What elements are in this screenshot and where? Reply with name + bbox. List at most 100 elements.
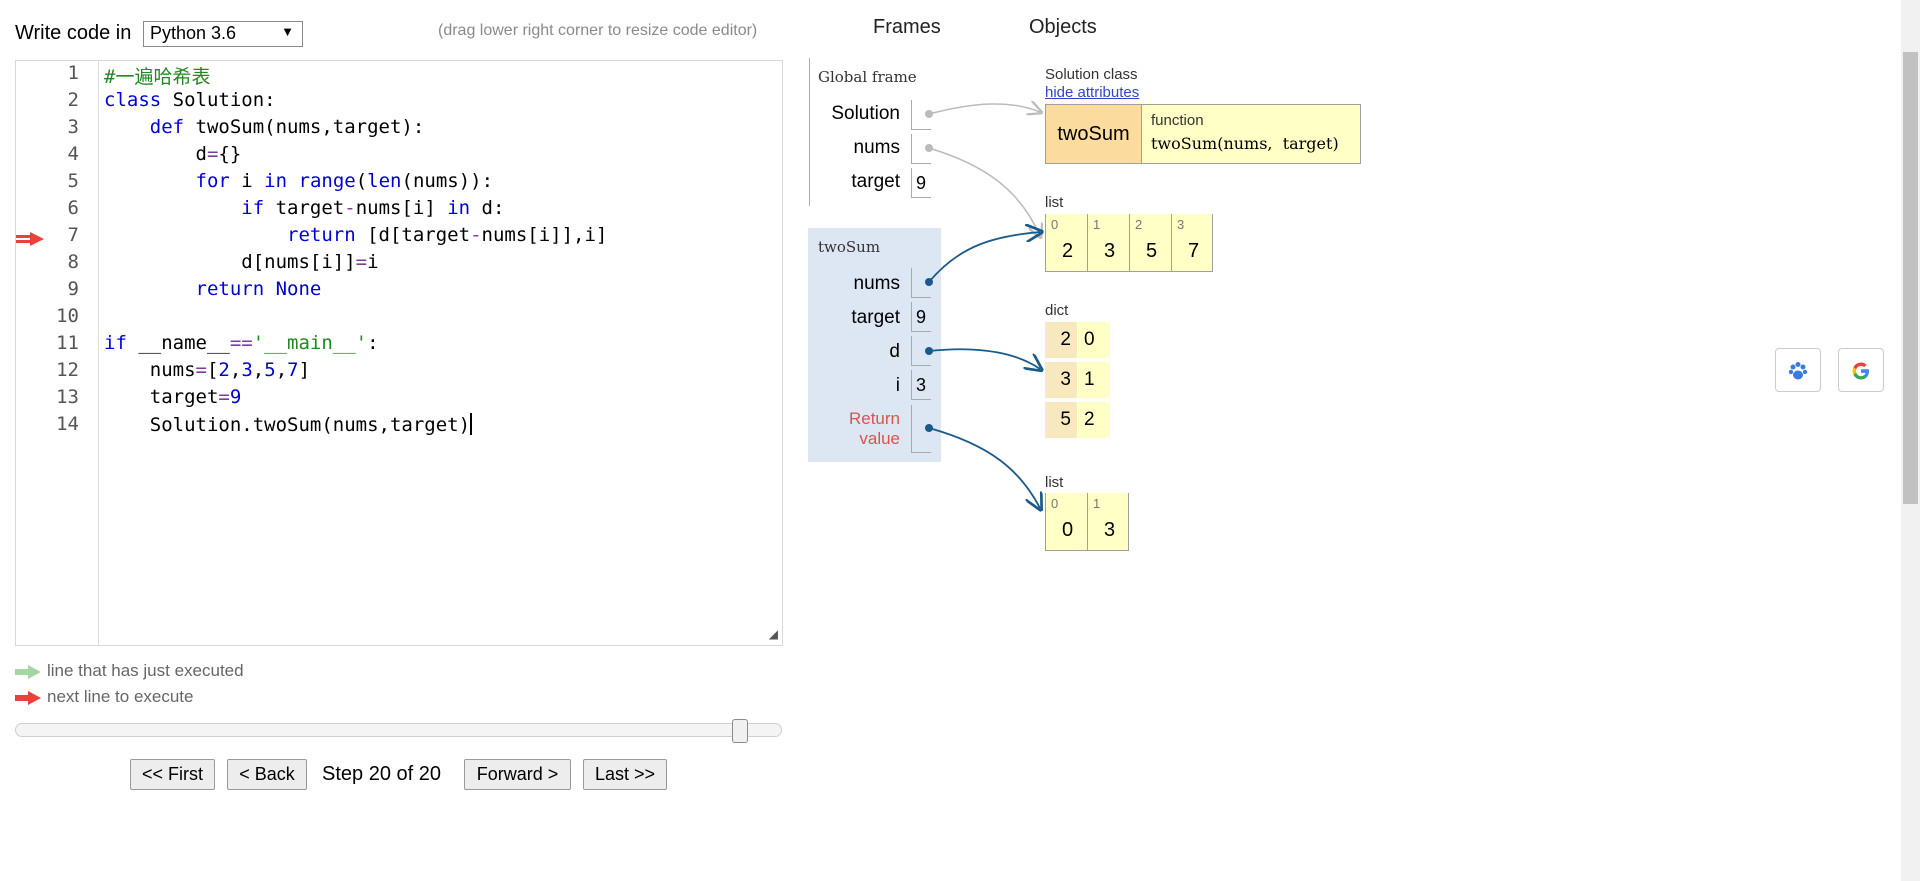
list-item: 3 7 <box>1171 214 1213 272</box>
list-label: list <box>1045 474 1064 491</box>
list-item: 0 2 <box>1045 214 1087 272</box>
list-item: 1 3 <box>1087 493 1129 551</box>
line-number: 6 <box>67 197 79 219</box>
var-value-target: 9 <box>911 302 931 332</box>
list-value: 3 <box>1104 240 1116 262</box>
line-number: 12 <box>56 359 79 381</box>
line-number: 7 <box>67 224 79 246</box>
code-line: d={} <box>104 143 242 165</box>
var-name-d: d <box>889 341 900 362</box>
code-line: target=9 <box>104 386 242 408</box>
tab-frames: Frames <box>873 16 941 38</box>
line-number-gutter: 1 2 3 4 5 6 7 8 9 10 11 12 13 14 <box>16 61 99 645</box>
var-value-solution <box>911 100 931 130</box>
language-value: Python 3.6 <box>150 23 237 43</box>
line-number: 11 <box>56 332 79 354</box>
list-value: 7 <box>1188 240 1200 262</box>
language-select[interactable]: Python 3.6 ▼ <box>143 21 303 47</box>
return-value-cell <box>911 405 931 453</box>
var-name-target: target <box>851 307 900 328</box>
resize-grip-icon[interactable]: ◢ <box>768 627 778 641</box>
paw-icon-glyph <box>1788 362 1808 380</box>
dict-key: 2 <box>1045 322 1077 358</box>
twosum-pointer-arrows <box>925 232 1040 508</box>
code-line: return [d[target-nums[i]],i] <box>287 224 608 246</box>
next-line-arrow-icon <box>16 232 44 246</box>
var-value-nums <box>911 268 931 298</box>
chevron-down-icon: ▼ <box>281 24 294 39</box>
line-number: 3 <box>67 116 79 138</box>
list-index: 1 <box>1093 496 1101 511</box>
tab-objects: Objects <box>1029 16 1097 38</box>
red-arrow-icon <box>15 691 41 705</box>
var-name-nums: nums <box>853 137 900 158</box>
line-number: 13 <box>56 386 79 408</box>
dict-key: 5 <box>1045 402 1077 438</box>
hide-attributes-link[interactable]: hide attributes <box>1045 84 1140 101</box>
list-value: 3 <box>1104 519 1116 541</box>
nums-pointer <box>928 147 1040 236</box>
global-pointer-arrows <box>925 104 1040 236</box>
list-index: 3 <box>1177 217 1185 232</box>
list-value: 0 <box>1062 519 1074 541</box>
global-frame-border <box>809 58 810 206</box>
class-attr-name: twoSum <box>1046 105 1142 163</box>
global-frame-title: Global frame <box>818 68 917 86</box>
function-signature: twoSum(nums, target) <box>1151 134 1339 153</box>
code-line: for i in range(len(nums)): <box>195 170 494 192</box>
var-value-i: 3 <box>911 370 931 400</box>
line-number: 4 <box>67 143 79 165</box>
code-line: if target-nums[i] in d: <box>241 197 505 219</box>
legend-just-executed: line that has just executed <box>15 661 244 681</box>
step-slider-handle[interactable] <box>732 719 748 743</box>
page-scrollbar-thumb[interactable] <box>1903 52 1918 504</box>
line-number: 9 <box>67 278 79 300</box>
return-pointer <box>928 427 1040 508</box>
google-icon-glyph <box>1852 362 1869 380</box>
write-code-label: Write code in <box>15 22 132 44</box>
step-counter: Step 20 of 20 <box>322 763 441 785</box>
var-name-target: target <box>851 171 900 192</box>
forward-button[interactable]: Forward > <box>464 759 571 790</box>
google-icon[interactable] <box>1838 348 1884 392</box>
return-value-label-2: value <box>859 429 900 448</box>
dict-value: 0 <box>1078 322 1110 358</box>
function-label: function <box>1151 112 1204 129</box>
solution-pointer <box>928 104 1040 114</box>
legend-just-executed-label: line that has just executed <box>47 661 244 680</box>
var-value-target: 9 <box>911 168 931 198</box>
list-item: 1 3 <box>1087 214 1129 272</box>
var-name-nums: nums <box>853 273 900 294</box>
line-number: 1 <box>67 62 79 84</box>
var-value-nums <box>911 134 931 164</box>
line-number: 2 <box>67 89 79 111</box>
paw-icon[interactable] <box>1775 348 1821 392</box>
return-value-label-1: Return <box>848 409 900 428</box>
var-name-i: i <box>895 375 900 396</box>
list-item: 2 5 <box>1129 214 1171 272</box>
code-line: return None <box>195 278 322 300</box>
code-line: #一遍哈希表 <box>104 66 211 88</box>
text-cursor <box>470 413 473 435</box>
code-line: Solution.twoSum(nums,target) <box>104 413 473 436</box>
list-value: 2 <box>1062 240 1074 262</box>
code-line: if __name__=='__main__': <box>104 332 379 354</box>
code-editor[interactable]: 1 2 3 4 5 6 7 8 9 10 11 12 13 14 #一遍哈希表 … <box>15 60 783 646</box>
legend-next-line: next line to execute <box>15 687 193 707</box>
last-button[interactable]: Last >> <box>583 759 667 790</box>
back-button[interactable]: < Back <box>227 759 307 790</box>
d-pointer <box>928 348 1040 369</box>
line-number: 14 <box>56 413 79 435</box>
code-line: class Solution: <box>104 89 276 111</box>
code-line: d[nums[i]]=i <box>104 251 379 273</box>
dict-value: 2 <box>1078 402 1110 438</box>
list-item: 0 0 <box>1045 493 1087 551</box>
list-value: 5 <box>1146 240 1158 262</box>
dict-key: 3 <box>1045 362 1077 398</box>
list-index: 0 <box>1051 217 1059 232</box>
step-slider[interactable] <box>15 723 782 737</box>
first-button[interactable]: << First <box>130 759 215 790</box>
resize-hint: (drag lower right corner to resize code … <box>438 22 758 39</box>
list-index: 1 <box>1093 217 1101 232</box>
list-index: 0 <box>1051 496 1059 511</box>
